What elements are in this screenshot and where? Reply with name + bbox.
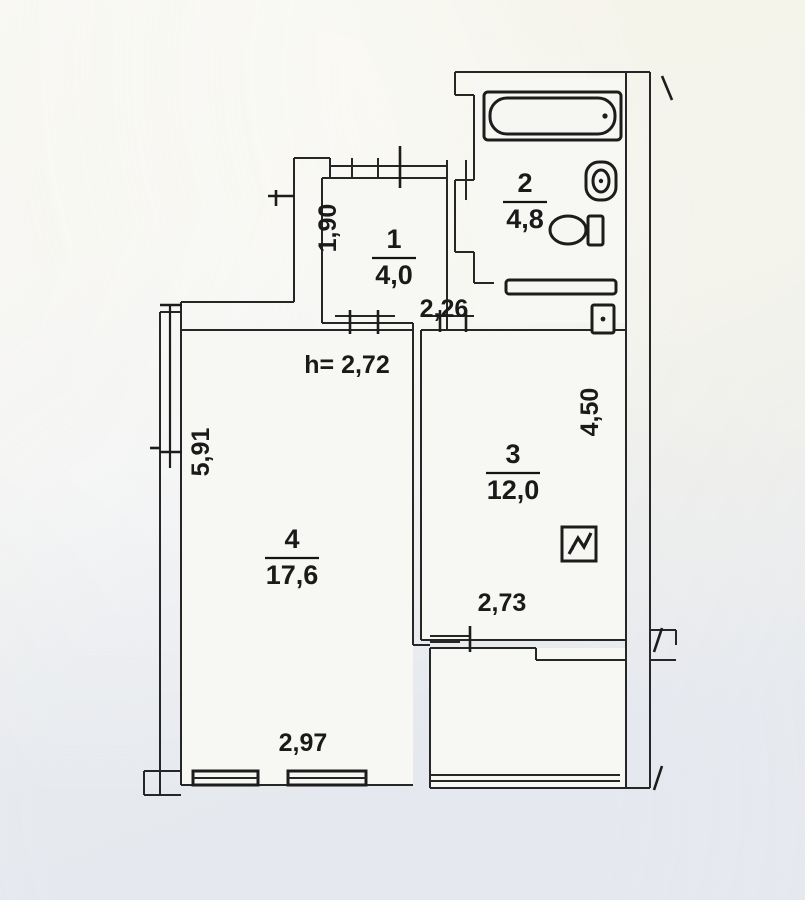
dim-hallway-width: 2,26 <box>420 295 469 323</box>
door-openings <box>335 310 474 334</box>
dim-hallway-depth: 1,90 <box>314 204 342 253</box>
room-label-2: 2 4,8 <box>503 168 547 234</box>
structural-walls <box>143 71 677 796</box>
room-label-3: 3 12,0 <box>486 439 540 505</box>
dimension-lines <box>150 303 182 468</box>
toilet-bowl <box>548 214 588 246</box>
room-2-number: 2 <box>517 168 532 198</box>
window-lower-room <box>430 774 620 782</box>
room-4-number: 4 <box>284 524 299 554</box>
lightning-arrow-head <box>569 545 574 554</box>
room-fill-kitchen <box>421 330 626 640</box>
window-living-left <box>191 769 260 787</box>
dim-living-length: 5,91 <box>187 428 215 477</box>
room-1-area: 4,0 <box>375 260 413 290</box>
bathtub-outline <box>482 90 623 142</box>
room-3-area: 12,0 <box>487 475 540 505</box>
room-3-number: 3 <box>505 439 520 469</box>
balcony-tie-upper-slash <box>652 627 664 653</box>
room-1-number: 1 <box>386 224 401 254</box>
windows <box>191 769 620 787</box>
room-labels: 1 4,0 2 4,8 3 12,0 4 17,6 <box>265 168 547 590</box>
room-fills <box>181 78 626 788</box>
dim-kitchen-height: 4,50 <box>576 388 604 437</box>
room-fill-hallway <box>322 178 447 323</box>
room-fill-balcony-lower <box>430 648 626 788</box>
ceiling-height-text: h= 2,72 <box>304 351 389 379</box>
electrical-box-outline <box>560 525 598 563</box>
riser-shaft-dot <box>600 316 606 322</box>
balcony-tie-top-slash <box>660 75 674 101</box>
toilet-cistern <box>586 214 605 247</box>
ceiling-height-note: h= 2,72 <box>304 351 389 379</box>
room-2-area: 4,8 <box>506 204 544 234</box>
bathroom-fixtures <box>482 90 623 335</box>
electrical-panel <box>560 525 598 563</box>
dim-living-width: 2,97 <box>279 729 328 757</box>
bathtub-basin <box>488 96 617 136</box>
towel-rail <box>504 278 618 296</box>
room-label-1: 1 4,0 <box>372 224 416 290</box>
room-label-4: 4 17,6 <box>265 524 319 590</box>
washbasin-bowl <box>591 168 611 194</box>
dim-kitchen-width: 2,73 <box>478 589 527 617</box>
washbasin-drain <box>598 178 604 184</box>
bathtub-drain <box>602 113 608 119</box>
lightning-bolt-icon <box>567 532 593 555</box>
window-living-right <box>286 769 368 787</box>
room-4-area: 17,6 <box>266 560 319 590</box>
balcony-tie-lower-slash <box>652 765 664 791</box>
dimension-texts: 1,90 2,26 4,50 5,91 2,73 2,97 <box>187 204 604 757</box>
